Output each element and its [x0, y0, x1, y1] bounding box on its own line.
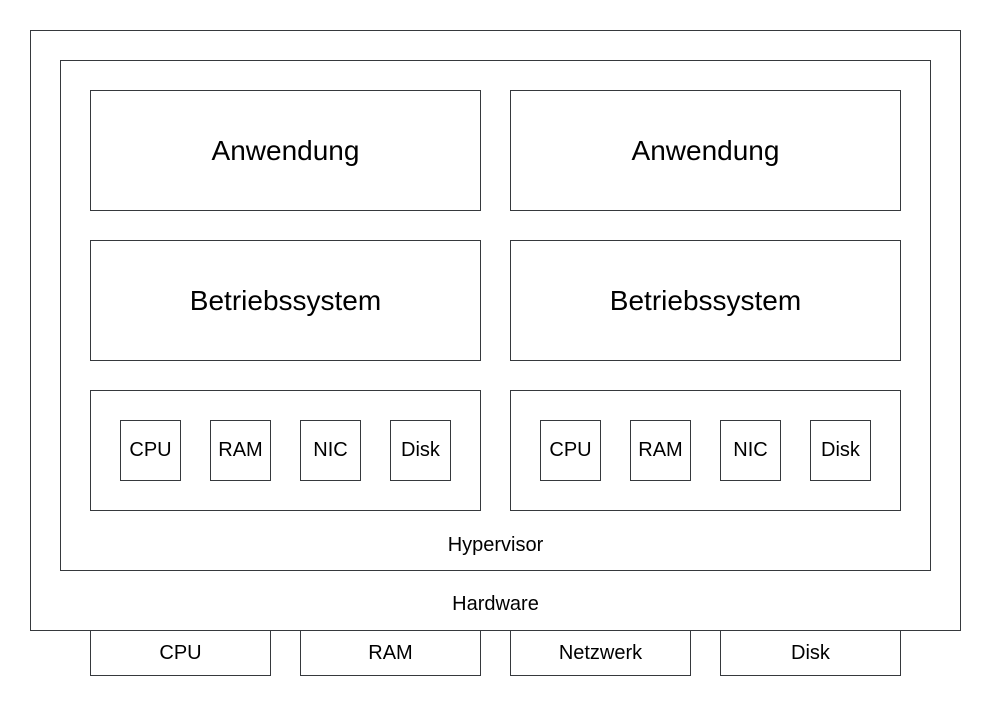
- hardware-disk-box: Disk: [720, 630, 901, 676]
- vm1-vdisk-box: Disk: [390, 420, 451, 481]
- hardware-cpu-label: CPU: [159, 641, 202, 664]
- vm2-vram-label: RAM: [638, 439, 683, 461]
- vm1-os-label: Betriebssystem: [189, 284, 382, 316]
- hardware-ram-box: RAM: [300, 630, 481, 676]
- vm2-application-label: Anwendung: [631, 134, 780, 166]
- vm2-vdisk-label: Disk: [821, 439, 860, 461]
- hardware-ram-label: RAM: [368, 641, 413, 664]
- vm2-vnic-label: NIC: [733, 439, 768, 461]
- vm1-application-label: Anwendung: [211, 134, 360, 166]
- vm1-vram-box: RAM: [210, 420, 271, 481]
- vm1-vnic-label: NIC: [313, 439, 348, 461]
- vm2-vcpu-label: CPU: [549, 439, 592, 461]
- vm2-vcpu-box: CPU: [540, 420, 601, 481]
- hypervisor-label: Hypervisor: [447, 534, 544, 556]
- hardware-label: Hardware: [452, 593, 539, 615]
- vm1-vcpu-label: CPU: [129, 439, 172, 461]
- vm2-vram-box: RAM: [630, 420, 691, 481]
- vm1-application-box: Anwendung: [90, 90, 481, 211]
- vm2-os-label: Betriebssystem: [609, 284, 802, 316]
- hardware-disk-label: Disk: [791, 641, 830, 664]
- vm2-vdisk-box: Disk: [810, 420, 871, 481]
- vm1-vram-label: RAM: [218, 439, 263, 461]
- vm2-vnic-box: NIC: [720, 420, 781, 481]
- vm2-os-box: Betriebssystem: [510, 240, 901, 361]
- vm1-vcpu-box: CPU: [120, 420, 181, 481]
- vm1-vdisk-label: Disk: [401, 439, 440, 461]
- hardware-cpu-box: CPU: [90, 630, 271, 676]
- vm1-vnic-box: NIC: [300, 420, 361, 481]
- hardware-network-box: Netzwerk: [510, 630, 691, 676]
- hardware-network-label: Netzwerk: [558, 641, 643, 664]
- vm2-application-box: Anwendung: [510, 90, 901, 211]
- vm1-os-box: Betriebssystem: [90, 240, 481, 361]
